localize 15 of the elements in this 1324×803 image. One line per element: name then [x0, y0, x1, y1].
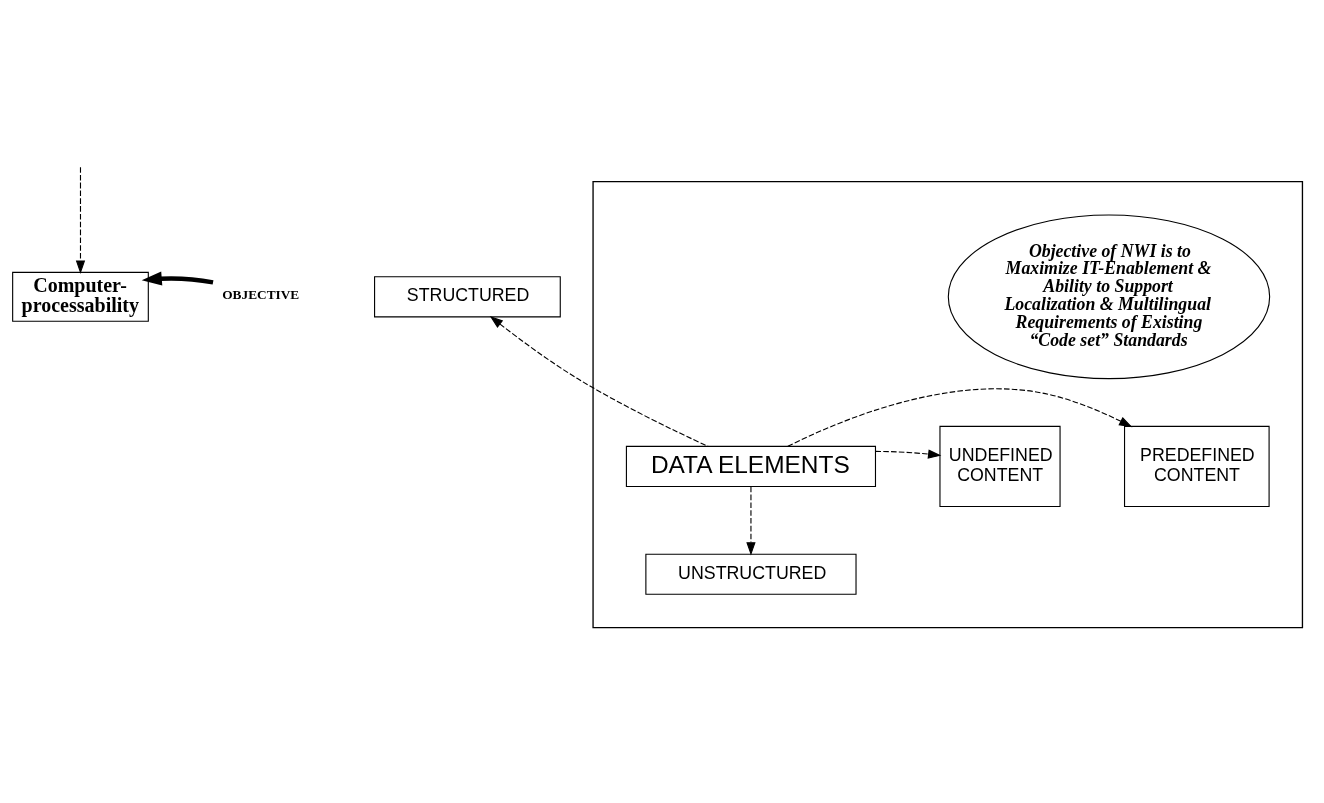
- node-ellipse: Objective of NWI is to Maximize IT-Enablement & Ability to Support Localization & Multilingual Requirements of Existing “Code set” Standards: [947, 214, 1271, 380]
- node-box: UNDEFINED CONTENT: [939, 425, 1061, 507]
- arrow: [874, 449, 942, 459]
- cluster: [592, 181, 1304, 629]
- node-box: Computer-processability: [12, 271, 149, 322]
- arrow: [746, 486, 756, 556]
- arrow: [141, 271, 214, 286]
- arrow: [489, 316, 709, 447]
- arrow: [75, 166, 86, 274]
- node-box: STRUCTURED: [374, 276, 561, 318]
- node-text: OBJECTIVE: [222, 287, 300, 303]
- node-box: UNSTRUCTURED: [645, 553, 857, 595]
- node-box: DATA ELEMENTS: [625, 445, 877, 487]
- arrow: [787, 388, 1133, 447]
- node-box: PREDEFINED CONTENT: [1124, 425, 1270, 507]
